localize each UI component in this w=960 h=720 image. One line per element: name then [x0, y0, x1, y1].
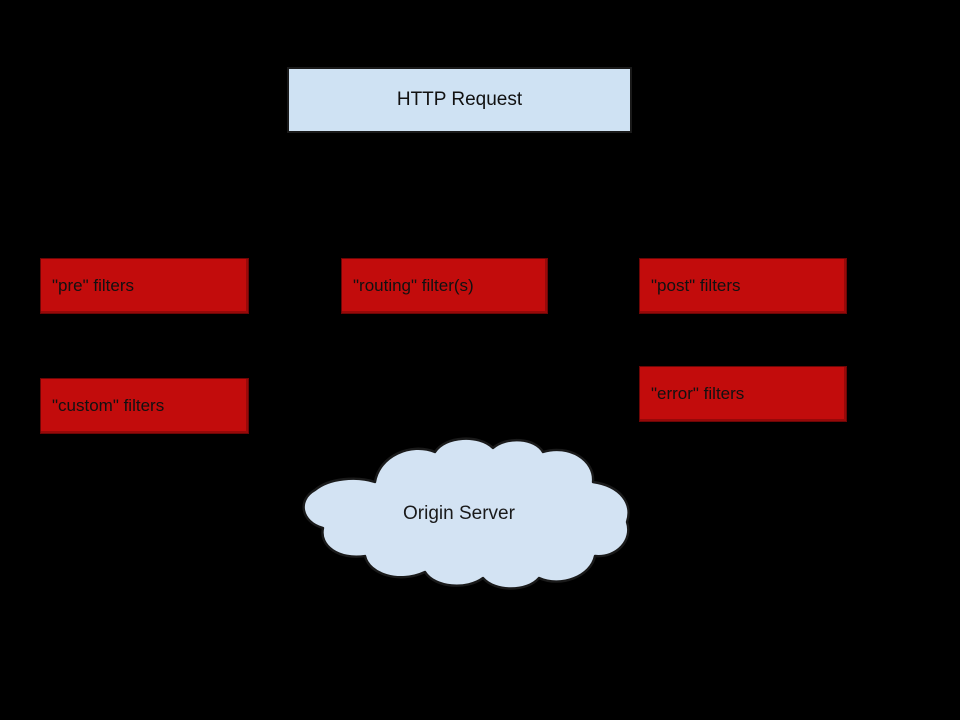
- node-http-request-label: HTTP Request: [396, 89, 523, 111]
- node-origin-server[interactable]: Origin Server: [283, 437, 635, 590]
- node-routing-filters-label: "routing" filter(s): [353, 276, 474, 296]
- node-post-filters[interactable]: "post" filters: [639, 258, 847, 314]
- node-routing-filters[interactable]: "routing" filter(s): [341, 258, 548, 314]
- node-custom-filters-label: "custom" filters: [52, 396, 165, 416]
- node-error-filters-label: "error" filters: [651, 384, 745, 404]
- node-pre-filters-label: "pre" filters: [52, 276, 134, 296]
- cloud-shape-icon: [302, 437, 630, 590]
- node-origin-server-label: Origin Server: [403, 503, 515, 524]
- node-http-request[interactable]: HTTP Request: [287, 67, 632, 133]
- node-pre-filters[interactable]: "pre" filters: [40, 258, 249, 314]
- node-error-filters[interactable]: "error" filters: [639, 366, 847, 422]
- node-post-filters-label: "post" filters: [651, 276, 741, 296]
- node-custom-filters[interactable]: "custom" filters: [40, 378, 249, 434]
